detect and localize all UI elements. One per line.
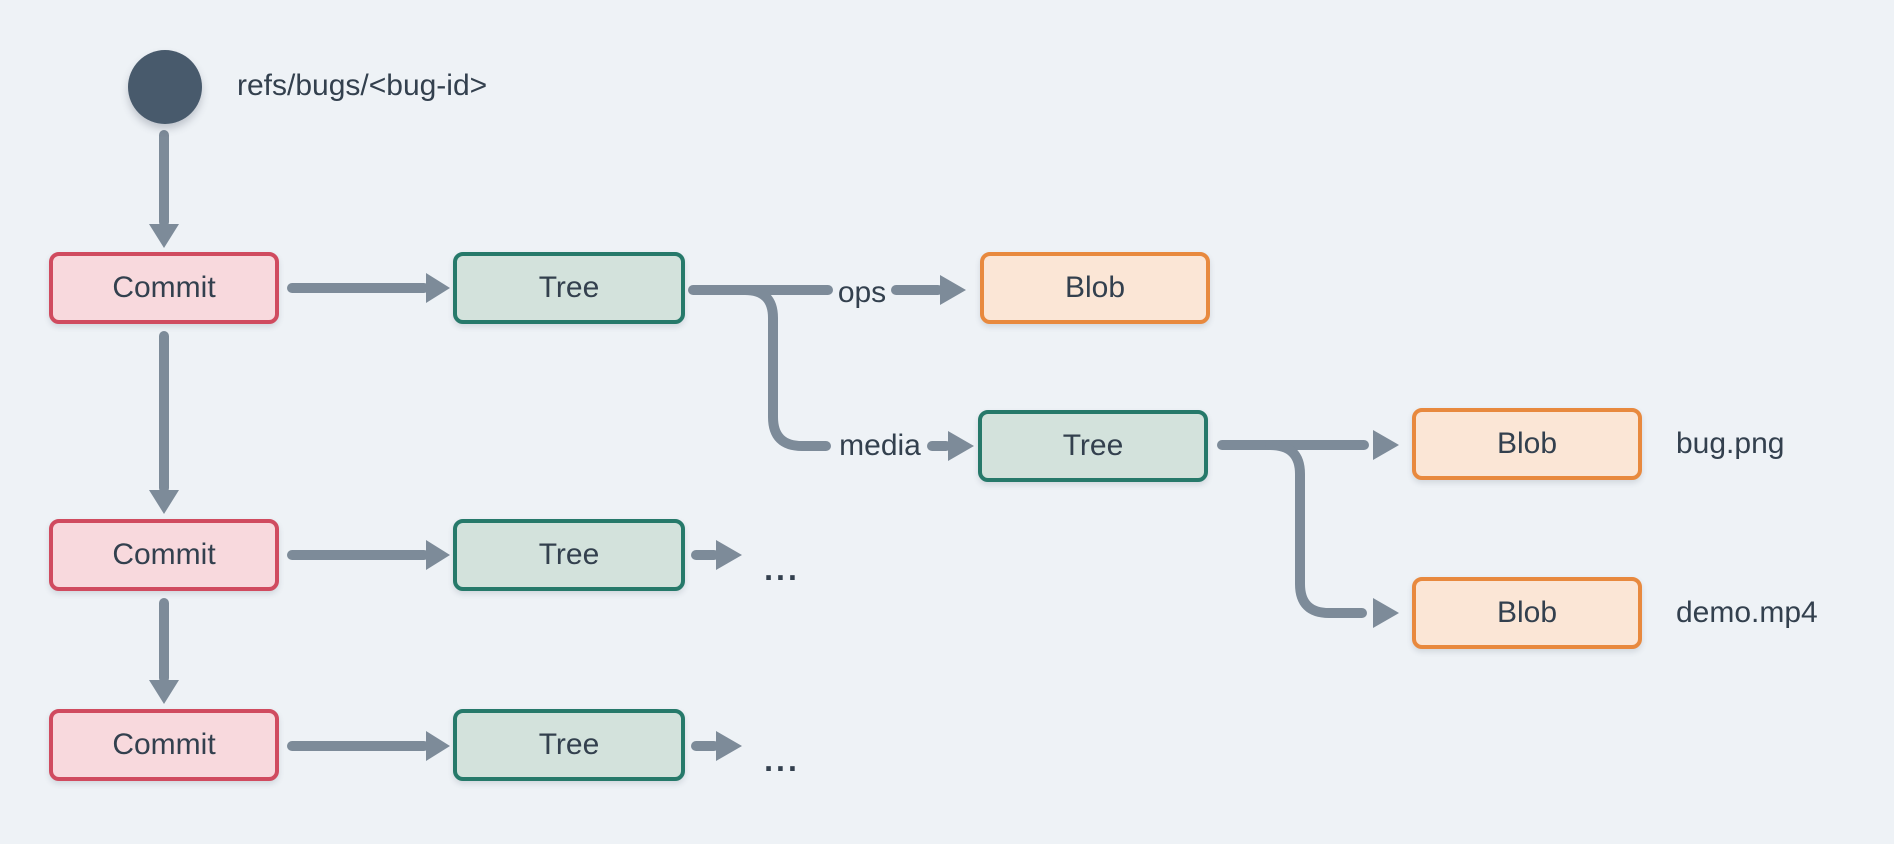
- edge-label-ops: ops: [837, 276, 887, 309]
- arrowhead-ref-to-commit1: [149, 224, 179, 248]
- tree-node-1: Tree: [453, 252, 685, 324]
- commit-node-2: Commit: [49, 519, 279, 591]
- arrowhead-commit3-to-tree3: [426, 731, 450, 761]
- arrowhead-ops-to-blob: [940, 275, 966, 305]
- commit-node-1: Commit: [49, 252, 279, 324]
- commit-node-3: Commit: [49, 709, 279, 781]
- arrowhead-tree3-to-more: [716, 731, 742, 761]
- arrowhead-commit2-to-commit3: [149, 680, 179, 704]
- arrowhead-tree2-to-more: [716, 540, 742, 570]
- ref-label: refs/bugs/<bug-id>: [237, 69, 488, 102]
- file-label-bug-png: bug.png: [1676, 427, 1785, 460]
- edge-tree1-to-media-branch: [740, 285, 831, 451]
- edge-label-media: media: [839, 429, 921, 462]
- arrowhead-commit1-to-tree1: [426, 273, 450, 303]
- arrowhead-media-to-tree: [948, 431, 974, 461]
- file-label-demo-mp4: demo.mp4: [1676, 596, 1818, 629]
- blob-node-bug: Blob: [1412, 408, 1642, 480]
- tree-node-media: Tree: [978, 410, 1208, 482]
- ellipsis-tree3: ...: [764, 742, 800, 778]
- arrowhead-commit2-to-tree2: [426, 540, 450, 570]
- blob-node-ops: Blob: [980, 252, 1210, 324]
- edge-treemedia-to-blob-demo-branch: [1265, 440, 1367, 618]
- arrowhead-treemedia-to-blob-bug: [1373, 430, 1399, 460]
- tree-node-3: Tree: [453, 709, 685, 781]
- arrowhead-treemedia-to-blob-demo: [1373, 598, 1399, 628]
- ellipsis-tree2: ...: [764, 551, 800, 587]
- tree-node-2: Tree: [453, 519, 685, 591]
- arrowhead-commit1-to-commit2: [149, 490, 179, 514]
- ref-node-circle: [128, 50, 202, 124]
- blob-node-demo: Blob: [1412, 577, 1642, 649]
